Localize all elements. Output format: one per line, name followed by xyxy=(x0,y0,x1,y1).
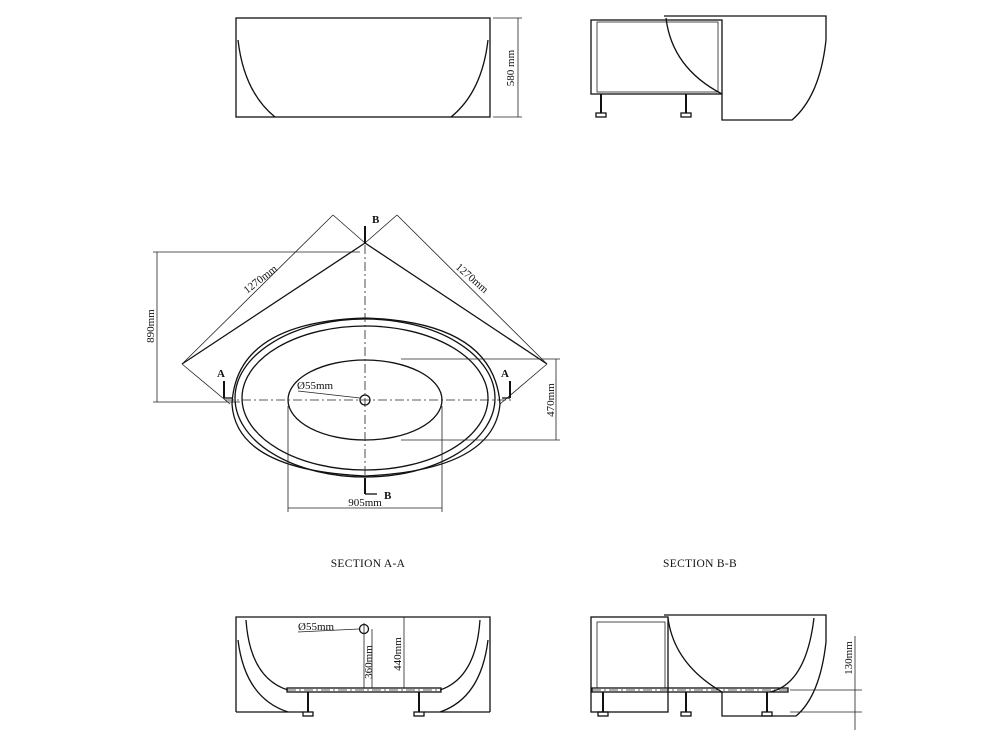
section-marker-b-top: B xyxy=(364,214,380,244)
section-marker-b-bottom: B xyxy=(364,478,392,502)
side-elevation xyxy=(590,15,827,121)
side1-label: 1270mm xyxy=(241,263,280,297)
section-a-view: Ø55mm 360mm 440mm xyxy=(235,616,491,717)
section-b-tub-outline xyxy=(664,614,827,717)
section-b-legs xyxy=(597,692,773,717)
section-a-drain-label: Ø55mm xyxy=(298,621,335,633)
section-a-right-outer-curve xyxy=(439,639,489,713)
side-tub-curve xyxy=(665,17,723,95)
side-legs xyxy=(595,94,692,118)
drain-circle xyxy=(359,394,371,406)
tub-rim-outer xyxy=(231,317,501,477)
front-left-curve xyxy=(237,39,276,118)
plan-corner-walls xyxy=(181,242,548,365)
section-a-legs xyxy=(302,692,425,717)
svg-text:B: B xyxy=(372,214,380,226)
section-marker-a-right: A xyxy=(501,368,511,399)
section-b-tub-outer-curve xyxy=(667,617,723,693)
plan-drain-label: Ø55mm xyxy=(297,380,334,392)
section-a-depth-total-label: 440mm xyxy=(392,637,404,671)
section-a-depth-inner-label: 360mm xyxy=(363,645,375,679)
svg-text:A: A xyxy=(501,368,509,380)
section-b-rim-label: 130mm xyxy=(843,641,855,675)
section-a-right-inner-curve xyxy=(439,619,481,691)
section-a-outline xyxy=(235,616,491,712)
front-elevation: 580 mm xyxy=(235,17,522,118)
side-tub-outline xyxy=(664,15,827,121)
side1-dimension xyxy=(181,214,334,365)
side-panel-inner xyxy=(596,21,719,93)
side2-dimension xyxy=(396,214,548,365)
basin-width-label: 470mm xyxy=(545,383,557,417)
front-outline xyxy=(235,17,491,118)
side-panel-outline xyxy=(590,19,723,95)
side2-label: 1270mm xyxy=(453,261,491,296)
front-right-curve xyxy=(450,39,489,118)
section-b-tub-inner-curve xyxy=(769,617,815,693)
section-a-title: SECTION A-A xyxy=(331,558,406,570)
plan-view: 1270mm 1270mm 890mm Ø55mm 470mm 905mm xyxy=(145,214,560,512)
front-height-label: 580 mm xyxy=(505,49,517,86)
section-b-view: 130mm xyxy=(590,614,862,730)
section-b-title: SECTION B-B xyxy=(663,558,737,570)
section-a-left-inner-curve xyxy=(245,619,289,691)
section-marker-a-left: A xyxy=(217,368,232,399)
basin-length-label: 905mm xyxy=(348,497,382,509)
section-b-panel-inner xyxy=(596,621,666,689)
depth-label: 890mm xyxy=(145,309,157,343)
svg-text:B: B xyxy=(384,490,392,502)
section-a-left-outer-curve xyxy=(237,639,289,713)
section-b-panel xyxy=(590,616,669,713)
svg-text:A: A xyxy=(217,368,225,380)
